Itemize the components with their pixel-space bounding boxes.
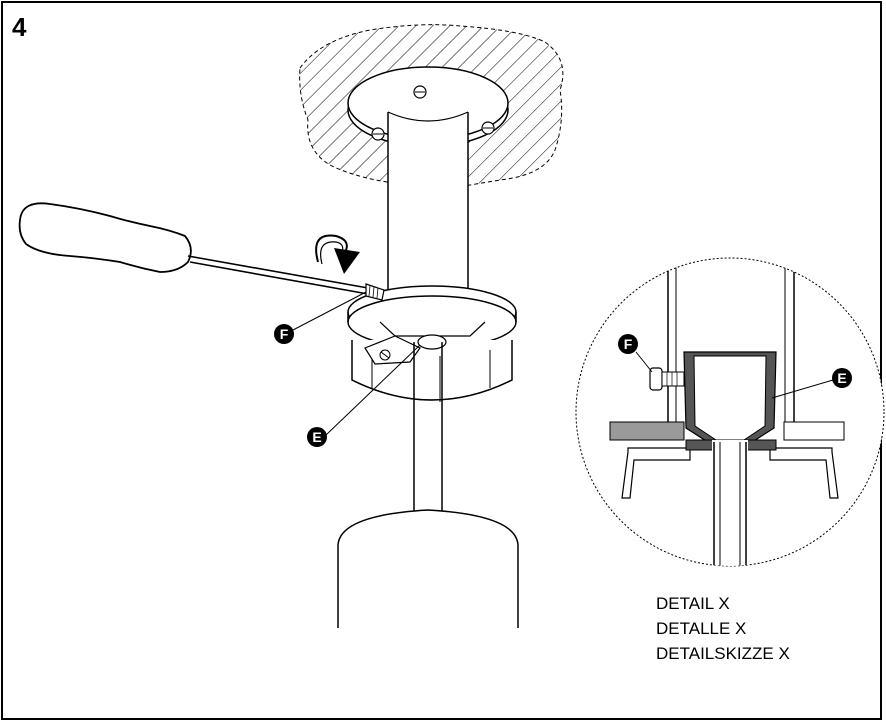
callout-e-main-label: E: [312, 429, 321, 445]
callout-f-detail-label: F: [624, 336, 633, 352]
callout-f-main: F: [274, 324, 294, 344]
main-leader-lines: [292, 291, 421, 436]
caption-detail-es: DETALLE X: [656, 619, 747, 638]
caption-detail-en: DETAIL X: [656, 594, 730, 613]
downrod-upper: [387, 110, 469, 310]
callout-e-main: E: [307, 427, 327, 447]
detail-captions: DETAIL X DETALLE X DETAILSKIZZE X: [656, 591, 790, 666]
motor-housing: [337, 509, 519, 628]
callout-e-detail-label: E: [837, 370, 846, 386]
caption-detail-de: DETAILSKIZZE X: [656, 644, 790, 663]
detail-x-view: [575, 257, 885, 567]
callout-e-detail: E: [832, 368, 852, 388]
callout-f-main-label: F: [280, 326, 289, 342]
callout-f-detail: F: [618, 334, 638, 354]
downrod-lower: [413, 342, 443, 512]
canopy-ring: [347, 285, 517, 402]
screwdriver: [18, 202, 385, 301]
step-number: 4: [12, 12, 27, 42]
rotation-arrow-icon: [315, 234, 360, 274]
